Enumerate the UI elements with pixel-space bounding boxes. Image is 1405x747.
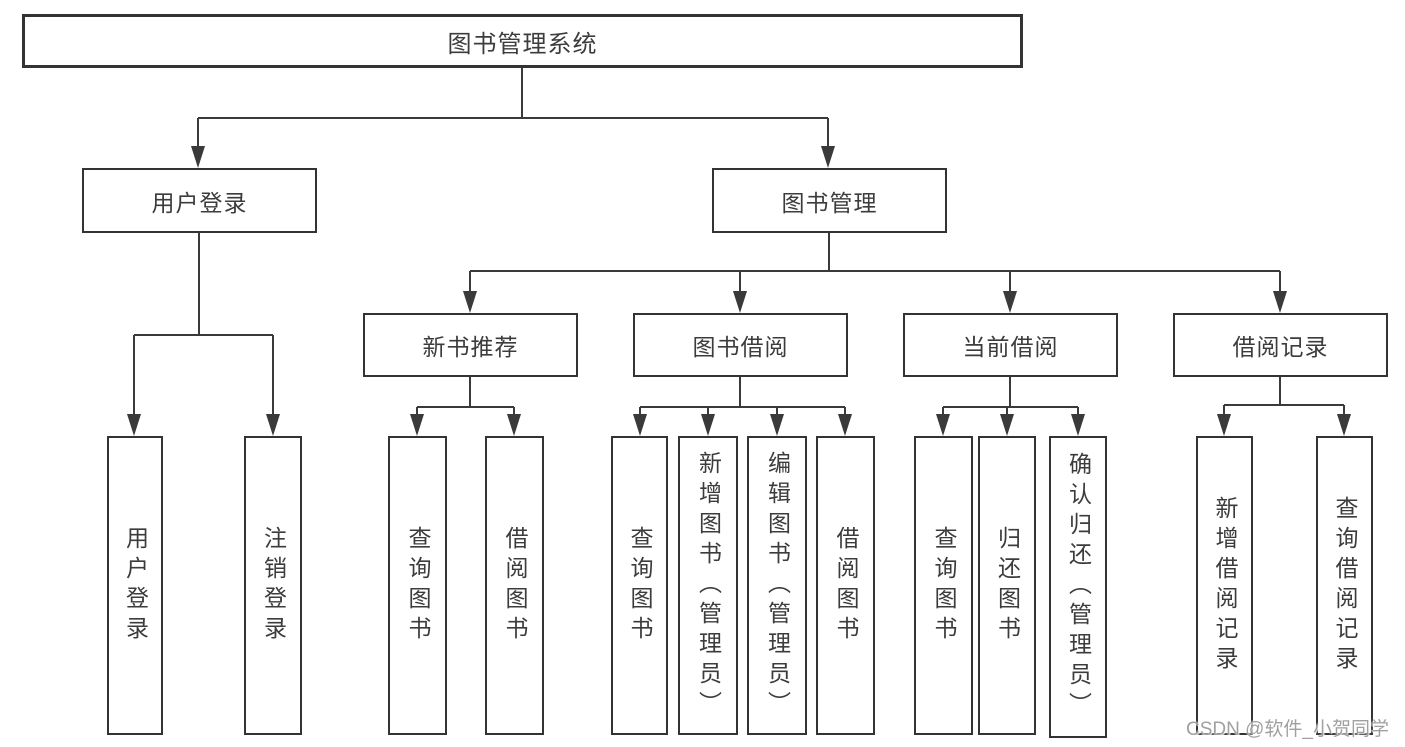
node-label: 图书管理 — [781, 189, 878, 216]
leaf-user-login: 用户登录 — [107, 436, 163, 735]
node-label: 图书借阅 — [692, 334, 789, 360]
leaf-add-book-admin: 新增图书（管理员） — [678, 436, 738, 735]
leaf-add-borrow-record: 新增借阅记录 — [1196, 436, 1253, 735]
node-label: 借阅图书 — [502, 525, 528, 646]
leaf-borrow-books: 借阅图书 — [816, 436, 875, 735]
leaf-borrow-books-recommend: 借阅图书 — [485, 436, 544, 735]
node-current-borrowing: 当前借阅 — [903, 313, 1118, 377]
node-label: 确认归还（管理员） — [1065, 452, 1092, 722]
node-label: 编辑图书（管理员） — [764, 450, 791, 721]
csdn-watermark: CSDN @软件_小贺同学 — [1186, 719, 1389, 740]
node-label: 查询图书 — [931, 525, 957, 646]
node-label: 查询图书 — [627, 525, 653, 646]
node-label: 归还图书 — [994, 525, 1021, 646]
node-label: 新书推荐 — [422, 334, 519, 360]
node-label: 借阅记录 — [1232, 334, 1329, 360]
leaf-return-book: 归还图书 — [978, 436, 1036, 735]
node-library-management-system: 图书管理系统 — [22, 14, 1023, 68]
node-book-management: 图书管理 — [712, 168, 947, 233]
arrowheads — [127, 146, 1351, 436]
node-label: 借阅图书 — [833, 525, 859, 646]
node-label: 图书管理系统 — [447, 30, 598, 58]
node-label: 新增图书（管理员） — [695, 450, 722, 721]
node-book-borrowing: 图书借阅 — [633, 313, 848, 377]
node-user-login: 用户登录 — [82, 168, 317, 233]
leaf-confirm-return-admin: 确认归还（管理员） — [1049, 436, 1107, 738]
node-label: 用户登录 — [151, 189, 248, 216]
node-label: 当前借阅 — [962, 334, 1059, 360]
leaf-edit-book-admin: 编辑图书（管理员） — [747, 436, 807, 735]
leaf-logout: 注销登录 — [244, 436, 302, 735]
node-new-book-recommendation: 新书推荐 — [363, 313, 578, 377]
leaf-search-books-borrow: 查询图书 — [611, 436, 668, 735]
node-label: 新增借阅记录 — [1212, 495, 1238, 676]
leaf-search-books-recommend: 查询图书 — [388, 436, 447, 735]
node-label: 注销登录 — [260, 525, 287, 646]
tree-edges — [133, 68, 1345, 418]
node-label: 查询图书 — [405, 525, 431, 646]
node-label: 查询借阅记录 — [1332, 495, 1358, 676]
node-label: 用户登录 — [122, 525, 149, 646]
leaf-search-books-current: 查询图书 — [914, 436, 973, 735]
leaf-search-borrow-record: 查询借阅记录 — [1316, 436, 1373, 735]
node-borrowing-records: 借阅记录 — [1173, 313, 1388, 377]
